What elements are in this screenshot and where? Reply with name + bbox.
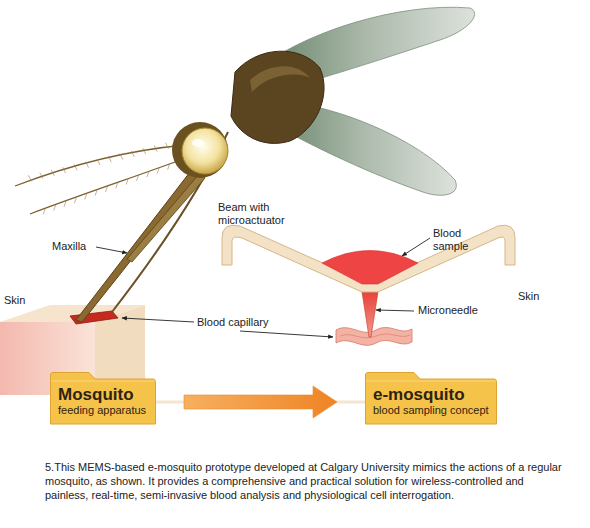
- leader-line: [96, 247, 127, 253]
- blood-capillary: [70, 311, 118, 324]
- hair: [116, 182, 118, 188]
- folder-shape: [366, 373, 497, 425]
- antenna: [15, 145, 186, 186]
- leader-line: [376, 310, 414, 311]
- thorax: [231, 51, 324, 143]
- eye: [182, 128, 228, 174]
- blood-sample: [322, 251, 418, 285]
- hair: [63, 167, 66, 173]
- folder-box: e-mosquitoblood sampling concept: [365, 372, 497, 424]
- hair: [131, 151, 134, 157]
- folder-shape: [51, 373, 156, 425]
- antenna-hairs: [28, 140, 180, 214]
- flow-arrow: [156, 386, 365, 418]
- folder-box: Mosquitofeeding apparatus: [50, 372, 156, 424]
- hair: [74, 197, 76, 203]
- thorax-shade: [250, 66, 310, 92]
- capillary: [336, 327, 412, 345]
- hair: [86, 162, 89, 168]
- hair: [95, 190, 97, 196]
- antenna: [30, 158, 186, 214]
- part-label: Blood capillary: [197, 316, 269, 329]
- hair: [74, 164, 77, 170]
- leader-line: [240, 331, 333, 337]
- hair: [64, 201, 66, 207]
- microneedle: [362, 292, 378, 337]
- eye-highlight: [192, 139, 204, 147]
- leader-lines: [96, 238, 430, 337]
- hair: [147, 171, 149, 177]
- hair: [120, 154, 123, 160]
- arrow-shape: [184, 386, 337, 418]
- hair: [28, 175, 31, 181]
- leader-line: [122, 318, 194, 322]
- hair: [40, 173, 43, 179]
- part-label: Maxilla: [52, 240, 86, 253]
- box-title: e-mosquito: [373, 385, 489, 404]
- part-label: Skin: [518, 290, 539, 303]
- folder-fold: [51, 381, 155, 382]
- caption: 5.This MEMS-based e-mosquito prototype d…: [45, 460, 567, 502]
- hair: [154, 145, 157, 151]
- palp: [127, 174, 205, 262]
- head: [172, 122, 228, 178]
- hair: [97, 159, 100, 165]
- part-label: Beam with microactuator: [218, 201, 300, 227]
- box-title: Mosquito: [58, 385, 148, 404]
- hair: [143, 148, 146, 154]
- hair: [51, 170, 54, 176]
- hair: [126, 179, 128, 185]
- box-subtitle: blood sampling concept: [373, 404, 489, 417]
- hair: [43, 208, 45, 214]
- hair: [54, 205, 56, 211]
- hair: [137, 175, 139, 181]
- capillary-stripe: [340, 334, 410, 338]
- part-label: Skin: [4, 294, 25, 307]
- beam: [222, 225, 515, 292]
- hair: [108, 156, 111, 162]
- hair: [106, 186, 108, 192]
- leader-line: [402, 238, 430, 256]
- part-label: Blood sample: [433, 227, 479, 253]
- hair: [168, 164, 170, 170]
- hair: [166, 143, 169, 149]
- folder-fold: [366, 381, 496, 382]
- hair: [85, 193, 87, 199]
- hair: [157, 167, 159, 173]
- part-label: Microneedle: [418, 304, 478, 317]
- box-subtitle: feeding apparatus: [58, 404, 148, 417]
